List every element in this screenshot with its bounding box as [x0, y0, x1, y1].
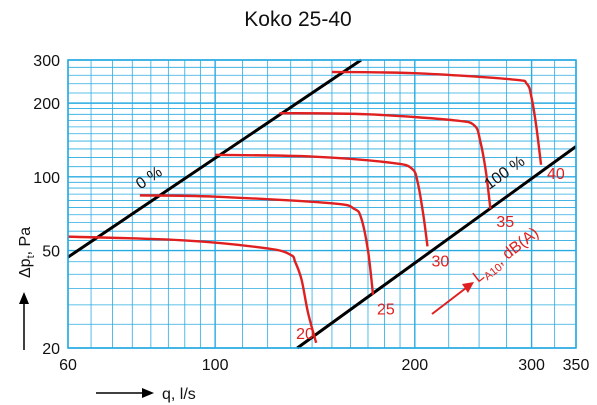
- curve-30: [215, 153, 429, 247]
- y-tick-label: 200: [33, 96, 60, 113]
- curve-label: 40: [547, 166, 565, 183]
- x-tick-label: 300: [518, 357, 545, 374]
- y-tick-label: 300: [33, 53, 60, 70]
- curve-label: 30: [431, 253, 449, 270]
- x-tick-label: 350: [563, 357, 590, 374]
- y-axis-label-main: Δp: [17, 258, 34, 278]
- plot-frame: [67, 59, 577, 349]
- curve-40: [331, 70, 543, 165]
- svg-text:LA10, dB(A): LA10, dB(A): [470, 225, 544, 289]
- y-axis-label: Δpt, Pa: [17, 227, 37, 278]
- curve-label: 25: [377, 302, 395, 319]
- curve-20: [67, 235, 318, 344]
- y-axis-label-unit: , Pa: [17, 227, 34, 256]
- curves: [67, 70, 543, 344]
- y-tick-label: 50: [42, 244, 60, 261]
- limit-line: [296, 145, 577, 350]
- curve-label: 20: [296, 326, 314, 343]
- y-tick-label: 20: [42, 341, 60, 358]
- y-axis-label-sub: t: [25, 255, 37, 258]
- y-axis-arrow: [19, 292, 29, 350]
- limit-lines: [67, 58, 577, 350]
- limit-line: [67, 58, 362, 259]
- x-tick-label: 200: [401, 357, 428, 374]
- svg-text:Δpt, Pa: Δpt, Pa: [17, 227, 37, 278]
- x-axis-label: q, l/s: [162, 386, 196, 403]
- curve-35: [279, 111, 492, 210]
- limit-line-label: 0 %: [133, 164, 165, 193]
- x-tick-label: 100: [202, 357, 229, 374]
- y-tick-label: 100: [33, 170, 60, 187]
- curve-label: 35: [496, 214, 514, 231]
- x-axis-arrow: [96, 388, 154, 398]
- x-tick-label: 60: [59, 357, 77, 374]
- curve-25: [139, 194, 375, 295]
- chart-title: Koko 25-40: [244, 8, 351, 31]
- grid: [67, 59, 577, 349]
